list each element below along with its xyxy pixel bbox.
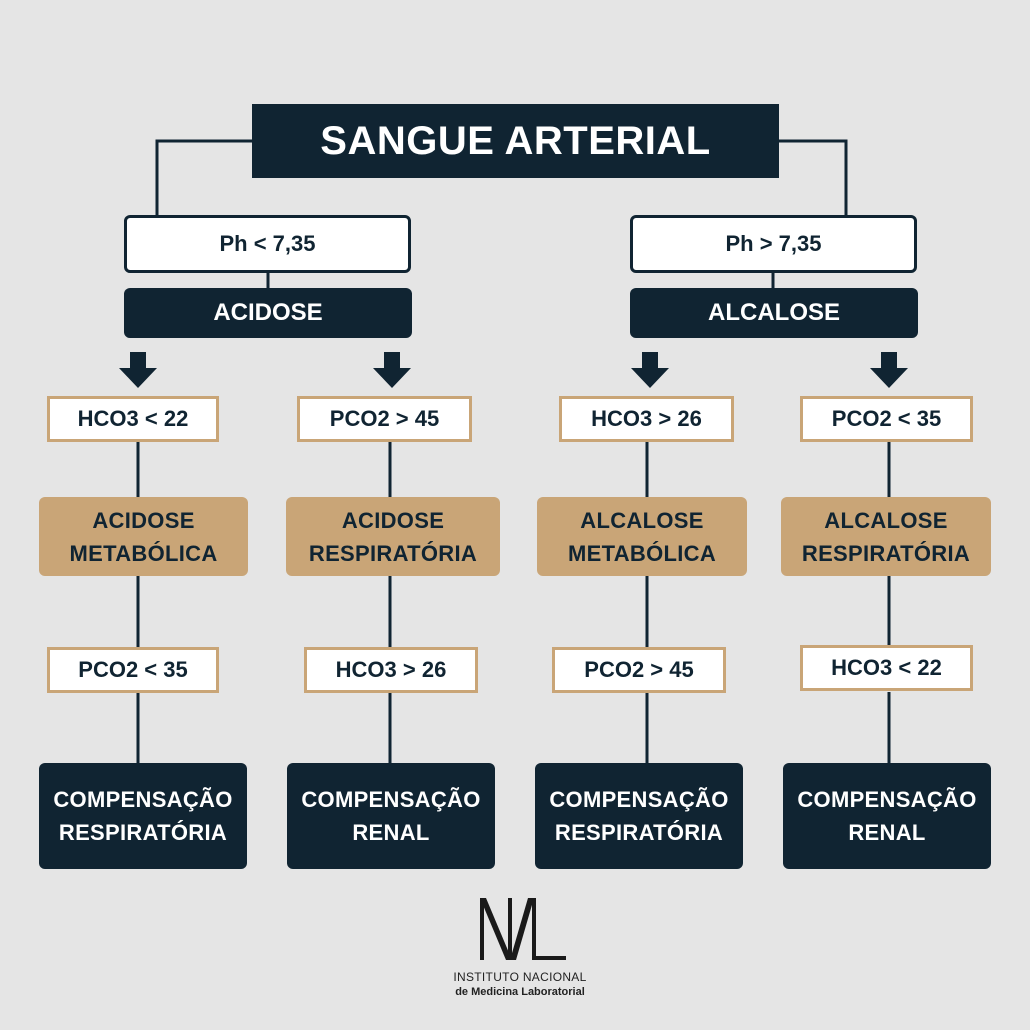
disorder-type-line: METABÓLICA — [567, 540, 717, 566]
compensation-box: COMPENSAÇÃO RENAL — [783, 763, 991, 869]
compensation-line: COMPENSAÇÃO — [549, 787, 729, 812]
logo-line-2: de Medicina Laboratorial — [455, 986, 585, 998]
compensation-box: COMPENSAÇÃO RESPIRATÓRIA — [535, 763, 743, 869]
disorder-type-line: ALCALOSE — [580, 507, 704, 533]
compensation-line: COMPENSAÇÃO — [797, 787, 977, 812]
disorder-type-line: RESPIRATÓRIA — [308, 540, 478, 566]
disorder-type-box: ALCALOSE METABÓLICA — [537, 497, 747, 576]
compensation-line: COMPENSAÇÃO — [53, 787, 233, 812]
disorder-type-line: METABÓLICA — [69, 540, 218, 566]
compensation-condition-box: PCO2 > 45 — [552, 647, 726, 693]
compensation-line: COMPENSAÇÃO — [301, 787, 481, 812]
compensation-condition-box: HCO3 < 22 — [800, 645, 973, 691]
condition-box: HCO3 < 22 — [47, 396, 219, 442]
compensation-box: COMPENSAÇÃO RESPIRATÓRIA — [39, 763, 247, 869]
disorder-type-line: RESPIRATÓRIA — [801, 540, 971, 566]
compensation-box: COMPENSAÇÃO RENAL — [287, 763, 495, 869]
institute-logo: INSTITUTO NACIONAL de Medicina Laborator… — [440, 890, 600, 1010]
connector-title-left — [155, 139, 252, 216]
down-arrow-icon — [631, 352, 669, 388]
compensation-line: RESPIRATÓRIA — [554, 820, 724, 845]
nml-logo-mark-icon — [480, 898, 566, 960]
disorder-type-line: ACIDOSE — [341, 507, 445, 533]
logo-line-1: INSTITUTO NACIONAL — [453, 970, 587, 984]
compensation-line: RENAL — [848, 820, 926, 845]
compensation-condition-box: HCO3 > 26 — [304, 647, 478, 693]
condition-box: PCO2 < 35 — [800, 396, 973, 442]
compensation-line: RESPIRATÓRIA — [58, 820, 228, 845]
down-arrow-icon — [373, 352, 411, 388]
condition-box: HCO3 > 26 — [559, 396, 734, 442]
diagram-title: SANGUE ARTERIAL — [252, 104, 779, 178]
compensation-condition-box: PCO2 < 35 — [47, 647, 219, 693]
connector-title-right — [778, 139, 848, 216]
state-alcalose: ALCALOSE — [630, 288, 918, 338]
disorder-type-box: ACIDOSE METABÓLICA — [39, 497, 248, 576]
down-arrow-icon — [119, 352, 157, 388]
disorder-type-box: ACIDOSE RESPIRATÓRIA — [286, 497, 500, 576]
down-arrow-icon — [870, 352, 908, 388]
disorder-type-line: ACIDOSE — [92, 507, 195, 533]
disorder-type-line: ALCALOSE — [824, 507, 948, 533]
ph-condition-low: Ph < 7,35 — [124, 215, 411, 273]
state-acidose: ACIDOSE — [124, 288, 412, 338]
compensation-line: RENAL — [352, 820, 430, 845]
ph-condition-high: Ph > 7,35 — [630, 215, 917, 273]
condition-box: PCO2 > 45 — [297, 396, 472, 442]
disorder-type-box: ALCALOSE RESPIRATÓRIA — [781, 497, 991, 576]
